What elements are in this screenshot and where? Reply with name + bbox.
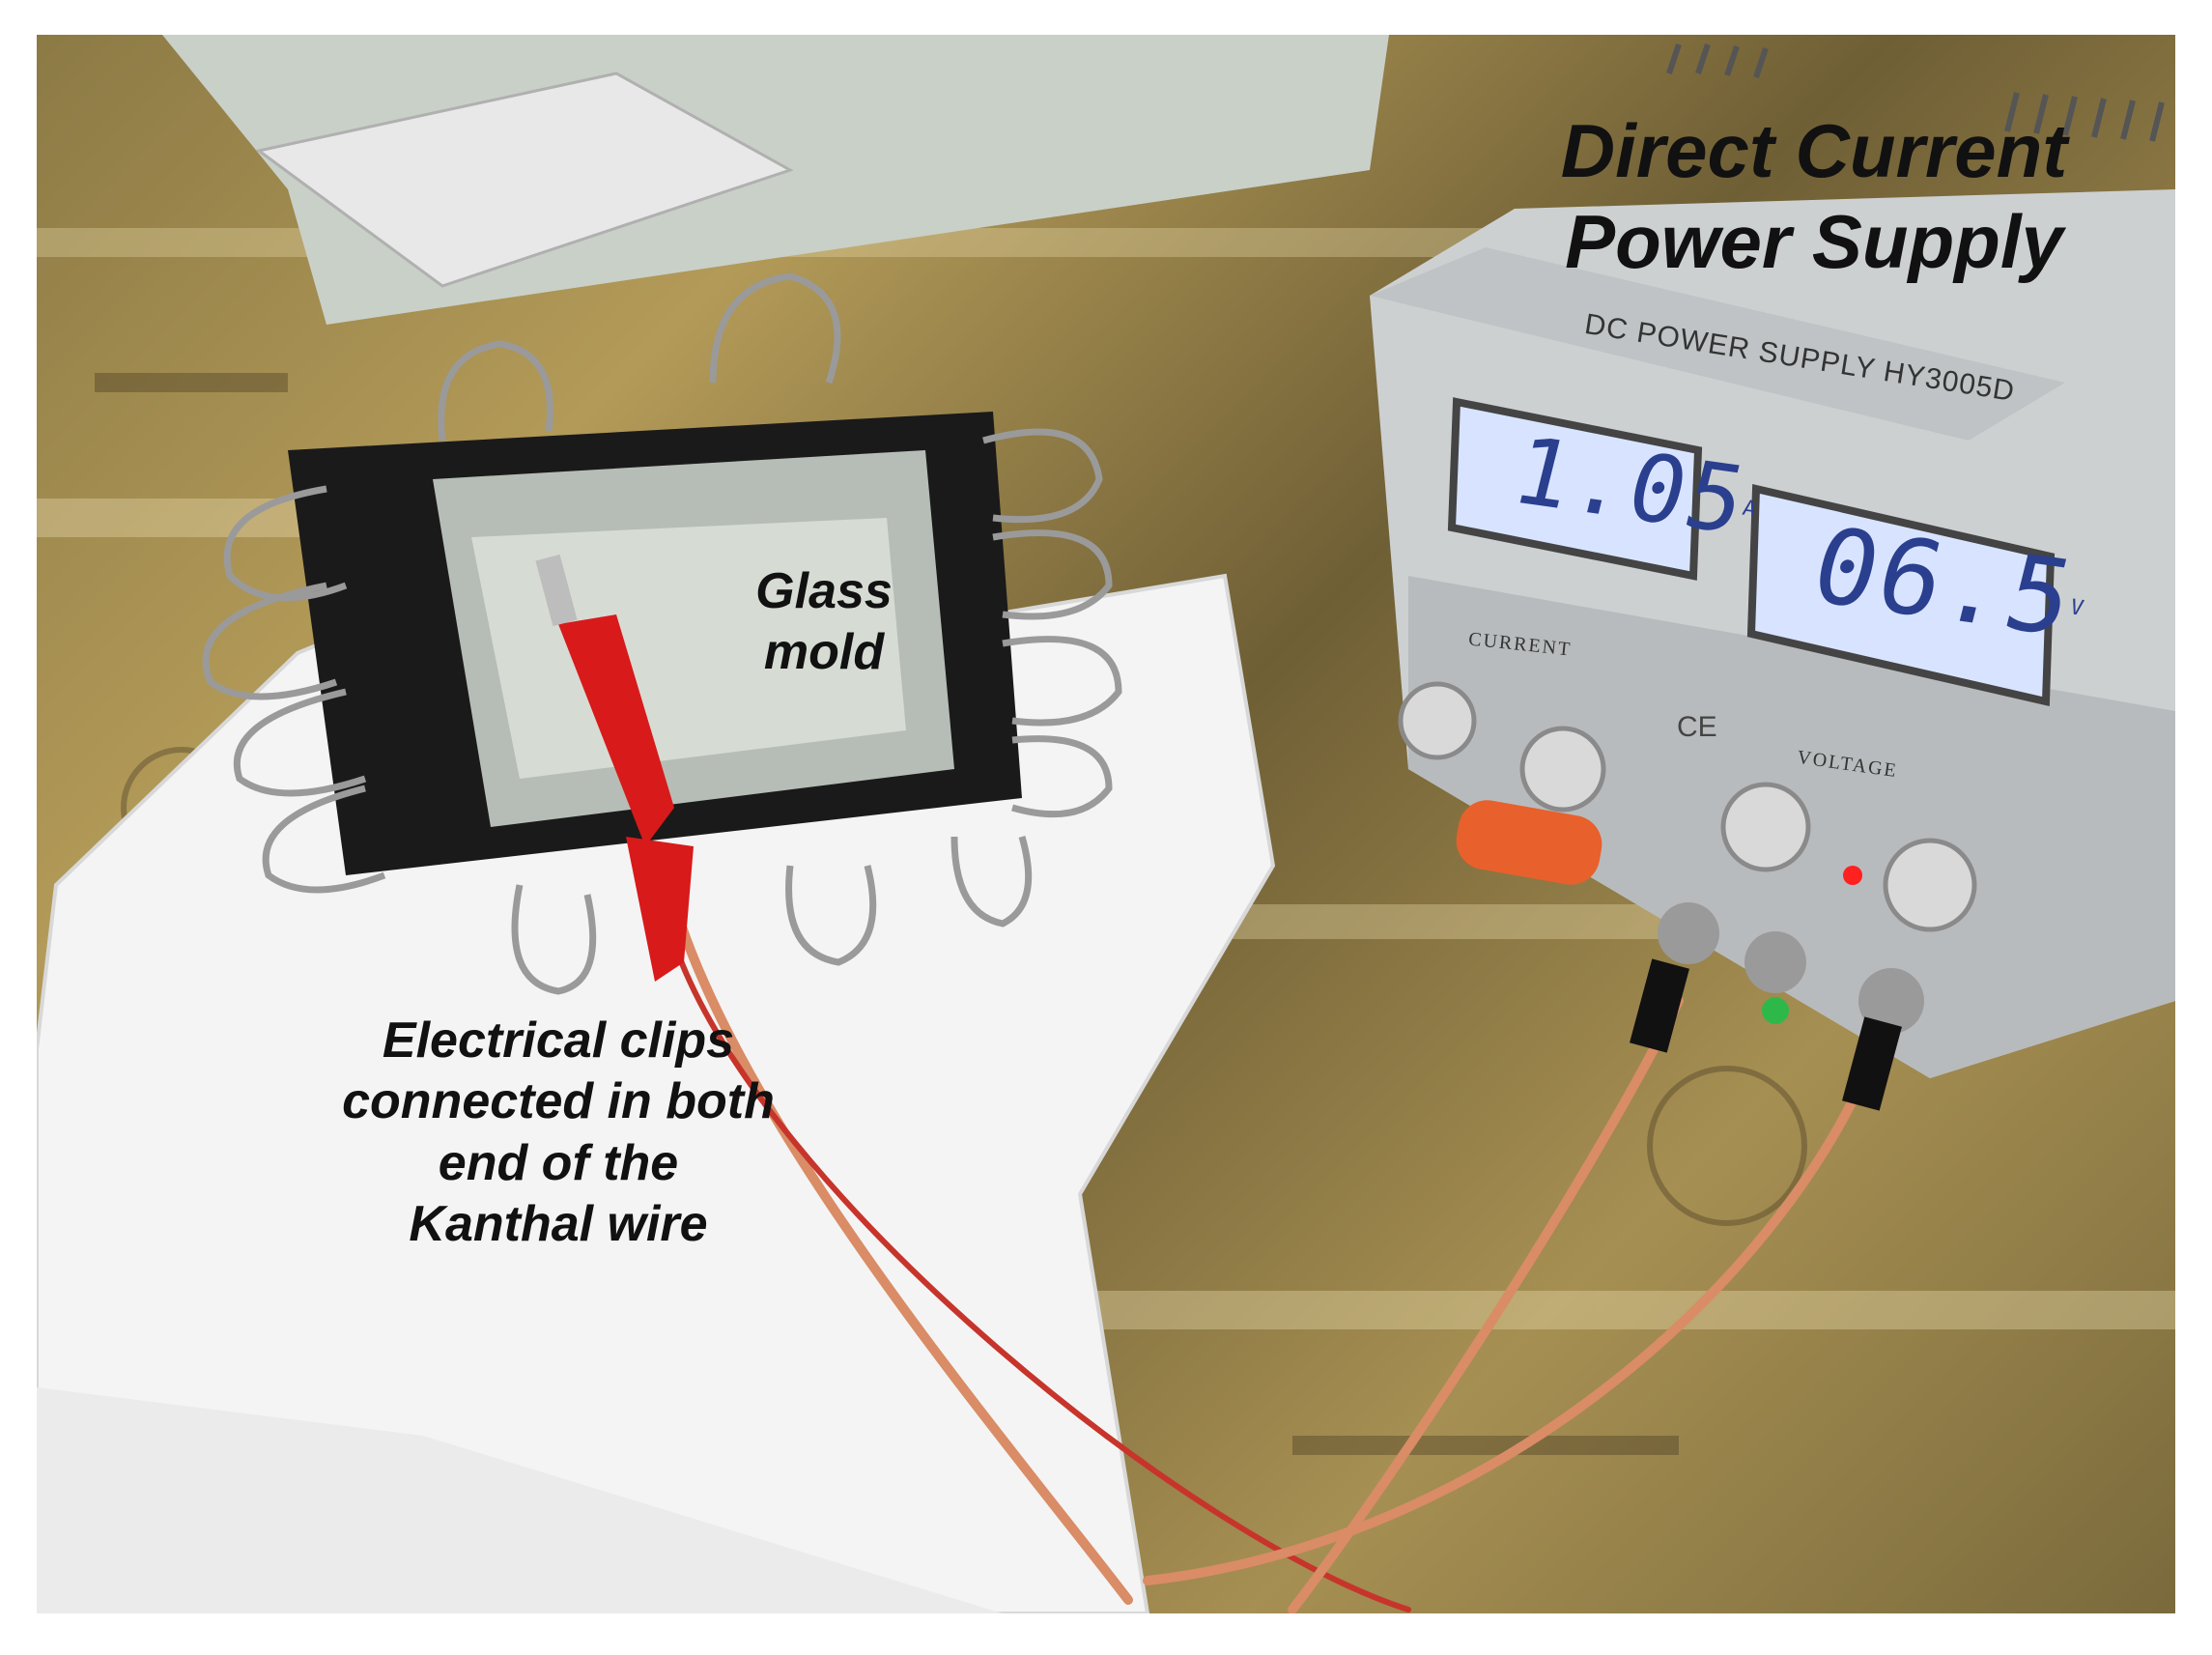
black-plug-red-band (1842, 1016, 1902, 1111)
ground-terminal-green (1762, 997, 1789, 1024)
glass-mold-label: Glass mold (755, 563, 893, 681)
red-clip-bottom (626, 837, 694, 982)
output-terminal-ground (1744, 931, 1806, 993)
power-supply-label: Direct Current Power Supply (1560, 108, 2068, 284)
binder-clips (202, 272, 1122, 995)
red-clip-top (558, 614, 674, 846)
current-coarse-knob (1398, 681, 1477, 760)
voltage-coarse-knob (1720, 782, 1811, 872)
photo-scene: DC POWER SUPPLY HY3005D 1.05A 06.5V CURR… (37, 35, 2175, 1613)
black-plug (1630, 958, 1689, 1053)
alligator-clips (535, 554, 1902, 1111)
output-terminal-positive (1858, 968, 1924, 1034)
printer (255, 71, 794, 288)
current-fine-knob (1519, 726, 1606, 813)
ce-mark: CE (1677, 711, 1717, 743)
paper-towel-fold (37, 1387, 1003, 1613)
output-terminal-negative (1658, 902, 1719, 964)
vent-slots (1666, 43, 2165, 142)
power-button (1456, 800, 1602, 885)
voltage-lcd (1746, 484, 2056, 706)
power-supply-unit (1370, 43, 2175, 1078)
glass-mold (288, 412, 1022, 875)
voltage-fine-knob (1883, 838, 1977, 932)
copper-wires (660, 861, 1877, 1613)
electrical-clips-label: Electrical clips connected in both end o… (342, 1013, 775, 1253)
cv-indicator-led (1843, 866, 1862, 885)
scene-illustration (37, 35, 2175, 1613)
current-lcd (1447, 397, 1703, 581)
